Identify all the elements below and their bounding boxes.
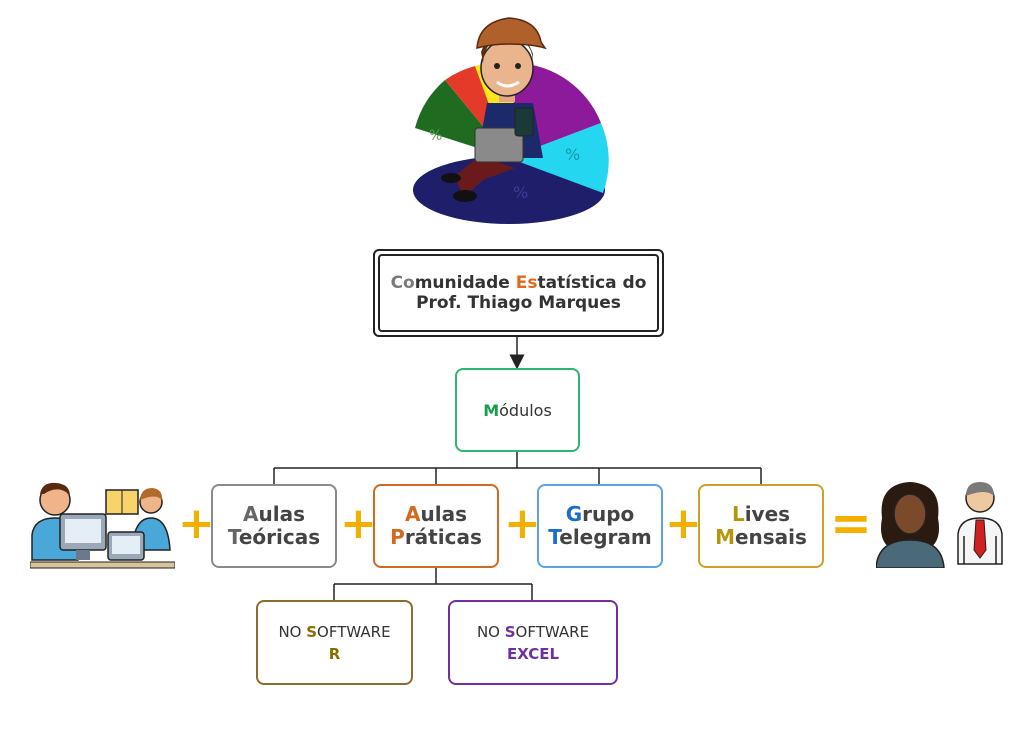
plus-icon: +	[178, 498, 215, 549]
item-initial: L	[731, 502, 745, 526]
item-word: ensais	[734, 525, 807, 549]
desk	[30, 561, 175, 569]
avatar-smile	[496, 80, 520, 88]
item-initial: T	[548, 525, 560, 549]
professionals-illustration	[876, 482, 1003, 568]
equals-icon: =	[830, 494, 872, 552]
avatar-illustration: % % %	[413, 17, 609, 224]
modules-label: Módulos	[483, 401, 552, 420]
student-hair	[140, 488, 163, 500]
software-name-r: R	[328, 644, 341, 663]
item-word: ulas	[420, 502, 467, 526]
item-word: elegram	[559, 525, 652, 549]
item-word: eóricas	[238, 525, 321, 549]
item-word: ráticas	[404, 525, 482, 549]
item-word: ives	[744, 502, 791, 526]
tablet-icon	[514, 107, 534, 137]
modules-initial: M	[483, 400, 500, 420]
avatar-eye	[494, 63, 500, 69]
monitor-screen	[65, 519, 101, 543]
pie-percent-label: %	[565, 145, 580, 164]
title-segment: Co	[390, 273, 415, 293]
software-initial: S	[306, 622, 318, 641]
woman-face	[893, 493, 927, 535]
woman-body	[876, 539, 945, 568]
lives-mensais-box: Lives Mensais	[698, 484, 824, 568]
tie-icon	[973, 519, 987, 559]
avatar-face	[480, 39, 534, 97]
software-word: OFTWARE	[515, 622, 590, 641]
pie-percent-label: %	[429, 128, 442, 144]
software-excel-box: NO SOFTWARE EXCEL	[448, 600, 618, 685]
community-title-line2: Prof. Thiago Marques	[416, 293, 621, 313]
modules-rest: ódulos	[499, 400, 552, 420]
avatar-shoe	[441, 173, 461, 183]
laptop-icon	[474, 127, 524, 163]
pie-percent-label: %	[513, 183, 528, 202]
software-name-excel: EXCEL	[506, 644, 560, 663]
avatar-legs	[455, 156, 515, 198]
title-segment: Es	[515, 273, 538, 293]
modules-box: Módulos	[455, 368, 580, 452]
software-prefix: NO	[278, 622, 307, 641]
plus-icon: +	[340, 498, 377, 549]
plus-icon: +	[665, 498, 702, 549]
item-word: ulas	[258, 502, 305, 526]
monitor-screen	[112, 536, 140, 554]
item-word: rupo	[582, 502, 635, 526]
aulas-praticas-box: Aulas Práticas	[373, 484, 499, 568]
avatar-shoe	[453, 190, 477, 202]
software-prefix: NO	[476, 622, 505, 641]
man-hair	[966, 482, 994, 496]
software-initial: S	[504, 622, 516, 641]
grupo-telegram-box: Grupo Telegram	[537, 484, 663, 568]
software-r-box: NO SOFTWARE R	[256, 600, 413, 685]
monitor-stand	[76, 550, 90, 560]
students-computers-illustration	[30, 482, 175, 569]
student-hair	[40, 482, 70, 496]
item-initial: A	[405, 502, 421, 526]
item-initial: T	[227, 525, 239, 549]
title-segment: tatística do	[537, 273, 647, 293]
title-segment: munidade	[414, 273, 516, 293]
pie-slice-cyan	[509, 123, 609, 193]
community-title-box: Comunidade Estatística do Prof. Thiago M…	[373, 249, 664, 337]
software-word: OFTWARE	[317, 622, 391, 641]
community-title-line1: Comunidade Estatística do	[391, 273, 647, 293]
avatar-eye	[515, 63, 521, 69]
item-initial: P	[390, 525, 405, 549]
cap-icon	[476, 17, 547, 50]
item-initial: M	[715, 525, 735, 549]
item-initial: A	[243, 502, 259, 526]
plus-icon: +	[504, 498, 541, 549]
aulas-teoricas-box: Aulas Teóricas	[211, 484, 337, 568]
item-initial: G	[565, 502, 583, 526]
